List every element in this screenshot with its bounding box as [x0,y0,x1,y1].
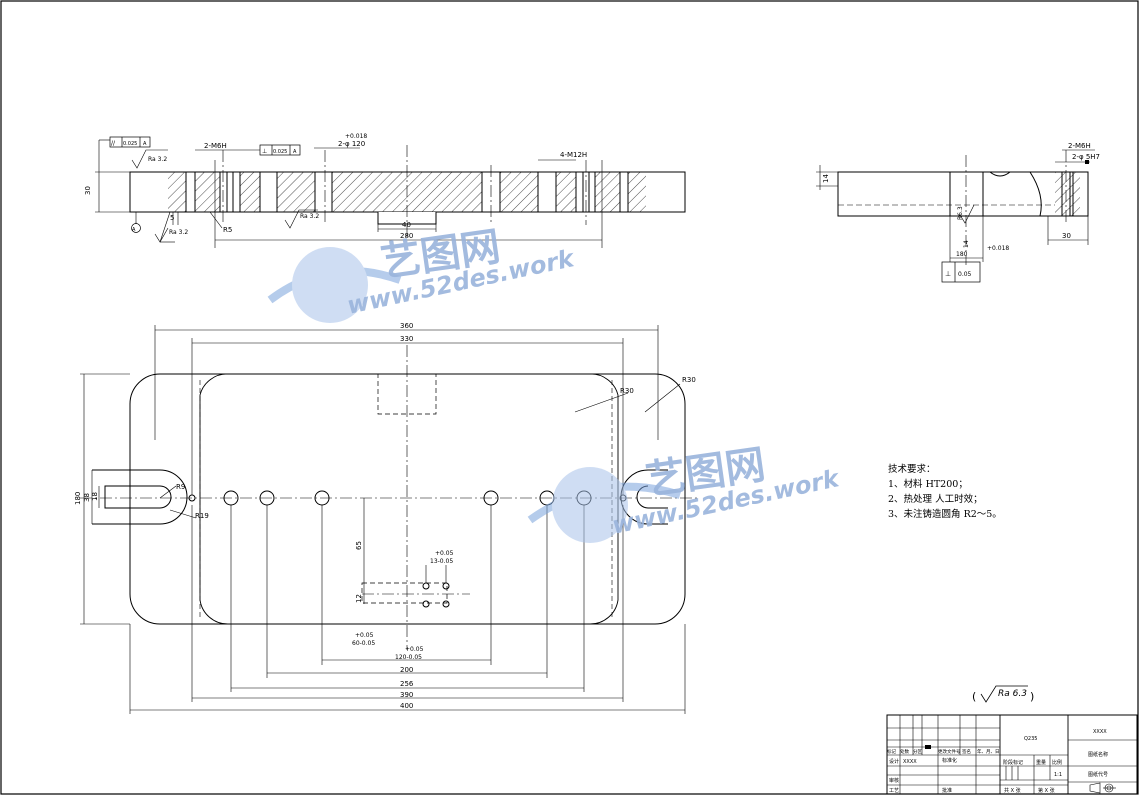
dim-330: 330 [400,335,413,343]
row1-change: 更改文件号 [938,748,961,755]
stage-label: 阶段标记 [1003,759,1023,766]
dim-12: 12 [355,594,363,603]
plan-view-annotations: 360 330 R30 R30 180 38 18 R9 R19 65 12 +… [74,322,696,710]
material: Q235 [1024,736,1037,742]
row1-date: 年、月、日 [977,748,1000,755]
dim-60: 60-0.05 [352,640,375,647]
dim-r30b: R30 [682,376,696,384]
dim-4m12h: 4-M12H [560,151,587,159]
fcf1-ref: A [143,141,147,147]
title-block [886,714,1138,795]
dim-r19: R19 [195,512,209,520]
dim-30-left: 30 [84,186,92,195]
scale-label: 比例 [1052,759,1062,766]
fcf2-value: 0.025 [273,149,287,155]
dim-256: 256 [400,680,414,688]
general-roughness: ( Ra 6.3 ) [972,685,1034,703]
dim-tol-4: +0.05 [405,646,424,653]
drawing-code: 图纸代号 [1088,771,1108,778]
dim-65: 65 [355,541,363,550]
fcf2-symbol: ⊥ [262,148,267,155]
svg-text:): ) [1030,690,1034,703]
scale-value: 1:1 [1054,772,1062,778]
dim-120: 120-0.05 [395,654,422,661]
dim-280: 280 [400,232,413,240]
dim-200: 200 [400,666,413,674]
row1-count: 处数 [900,748,909,755]
general-roughness-value: Ra 6.3 [998,689,1027,699]
dim-30-right: 30 [1062,232,1071,240]
requirement-3: 3、未注铸造圆角 R2～5。 [888,509,1002,520]
row1-mark: 标记 [887,748,896,755]
dim-180b: 180 [956,251,968,258]
dim-2phi5: 2-φ 5H7 [1072,153,1100,161]
dim-2m6h-right: 2-M6H [1068,142,1091,150]
fcf3-value: 0.05 [958,271,972,278]
dim-18: 18 [91,492,99,501]
dim-r9: R9 [176,483,185,491]
requirement-1: 1、材料 HT200； [888,479,968,490]
title-block-text: Q235 XXXX 图纸名称 图纸代号 标记 处数 分区 更改文件号 签名 年、… [887,729,1108,794]
unit-name: XXXX [1093,729,1107,735]
dim-tol-3: +0.05 [355,632,374,639]
dim-400: 400 [400,702,413,710]
design-label: 设计 [889,758,899,765]
design-name: XXXX [903,759,917,765]
side-view-annotations: 14 2-M6H 2-φ 5H7 30 R6.3 14 180 +0.018 ⊥… [822,142,1100,278]
front-section-view [95,136,686,248]
sheet-no: 第 X 张 [1038,787,1055,794]
requirements-title: 技术要求： [888,464,936,475]
dim-38: 38 [83,493,91,502]
dim-40: 40 [402,221,411,229]
dim-14b: 14 [963,240,970,248]
dim-tol-1: +0.018 [345,133,367,140]
dim-r30a: R30 [620,387,634,395]
dim-tol-5: +0.018 [987,245,1009,252]
requirement-2: 2、热处理 人工时效； [888,494,983,505]
dim-2m6h-left: 2-M6H [204,142,227,150]
fcf2-ref: A [293,149,297,155]
check-label: 审核 [889,777,899,784]
roughness-3: Ra 3.2 [169,229,188,236]
dim-r5: R5 [223,226,232,234]
sheets-total: 共 X 张 [1004,787,1021,794]
plan-view [80,325,700,714]
fcf1-value: 0.025 [123,141,137,147]
svg-text:(: ( [972,690,976,703]
roughness-1: Ra 3.2 [148,156,167,163]
dim-360: 360 [400,322,413,330]
dim-2phi: 2-φ 120 [338,140,365,148]
weight-label: 重量 [1036,759,1046,766]
dim-tol-2b: 13-0.05 [430,558,453,565]
watermark-logo-1 [267,247,402,323]
dim-390: 390 [400,691,413,699]
dim-r63: R6.3 [957,206,964,220]
process-label: 工艺 [889,788,899,794]
roughness-2: Ra 3.2 [300,213,319,220]
std-label: 标准化 [942,757,957,764]
dim-5: 5 [170,214,174,222]
watermark-logo-2 [527,467,682,543]
front-view-annotations: 30 2-M6H 2-φ 120 +0.018 4-M12H 40 280 R5… [84,133,587,240]
side-section-view [816,149,1095,283]
dim-tol-2a: +0.05 [435,550,454,557]
drawing-name: 图纸名称 [1088,751,1108,758]
row1-sign: 签名 [962,748,971,755]
technical-requirements: 技术要求： 1、材料 HT200； 2、热处理 人工时效； 3、未注铸造圆角 R… [888,462,1002,522]
fcf3-symbol: ⊥ [945,270,951,278]
fcf1-symbol: // [111,140,116,147]
dim-14: 14 [822,174,830,183]
approve-label: 批准 [942,787,952,794]
datum-a: A [132,227,136,233]
row1-zone: 分区 [913,748,922,755]
dim-180: 180 [74,492,82,505]
